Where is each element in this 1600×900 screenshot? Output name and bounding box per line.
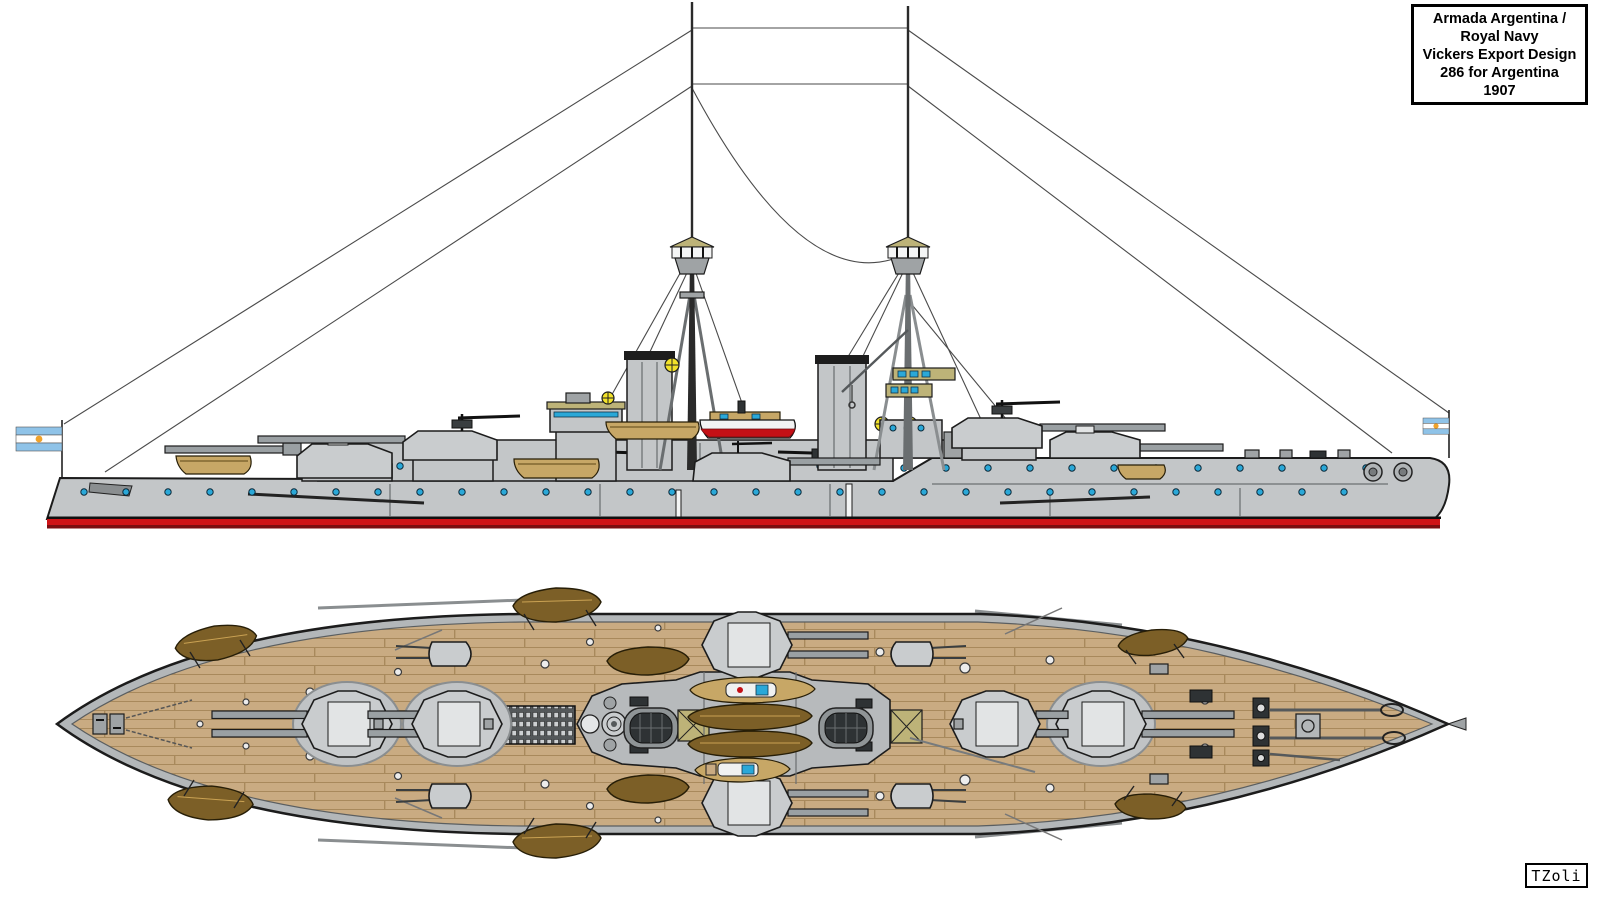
title-line: Royal Navy — [1460, 28, 1539, 45]
title-line: Armada Argentina / — [1432, 10, 1567, 27]
deck-fittings-plan — [92, 607, 1210, 841]
steam-launch-plan — [689, 676, 816, 704]
accommodation-ladder — [675, 489, 682, 519]
hull-side — [45, 457, 1451, 520]
funnel-cap — [815, 355, 869, 364]
davits — [183, 609, 1185, 839]
boat — [512, 823, 602, 859]
stern-gear-plan — [1149, 663, 1406, 785]
profile-view — [15, 2, 1451, 529]
plan-view — [54, 587, 1467, 859]
secondary-guns-plan — [395, 641, 967, 809]
boat — [175, 455, 252, 475]
stern-flag-argentina — [1422, 410, 1450, 458]
wing-turret-starboard-plan — [701, 611, 869, 679]
derrick-hook — [848, 401, 856, 409]
boat — [513, 458, 600, 479]
funnel-2 — [815, 355, 869, 471]
sun-of-may-icon — [35, 435, 43, 443]
fore-spotting-top — [669, 236, 715, 275]
aa-gun — [991, 400, 1061, 418]
hatch-grid — [502, 705, 576, 745]
turret-x-plan — [949, 690, 1069, 758]
stern-fitting — [1446, 717, 1467, 731]
turret-a-plan — [211, 681, 402, 767]
boat — [174, 624, 258, 662]
bridge — [546, 391, 626, 482]
turret-b — [257, 414, 521, 482]
boat — [606, 774, 690, 804]
net-boom — [999, 495, 1151, 505]
conning-tower-plan — [580, 714, 600, 734]
funnel-1-plan — [623, 707, 679, 749]
boat — [512, 587, 602, 623]
stern-fittings — [1244, 449, 1413, 482]
steam-launch — [699, 400, 796, 439]
boat — [167, 785, 254, 821]
boats-plan — [167, 587, 1189, 859]
aa-gun — [451, 414, 521, 431]
title-line: 1907 — [1483, 82, 1516, 99]
anchor — [88, 482, 133, 497]
boat — [687, 730, 813, 758]
mainmast — [841, 6, 956, 471]
derrick-boom-plan — [909, 737, 1036, 773]
aft-superstructure — [879, 419, 963, 459]
boats-side — [175, 400, 1166, 480]
net-boom — [247, 492, 425, 505]
mainmast-platforms — [885, 367, 956, 398]
mainmast-pole — [903, 258, 913, 470]
boat — [687, 703, 813, 731]
title-box: Armada Argentina / Royal Navy Vickers Ex… — [1411, 4, 1588, 105]
foremast — [658, 2, 726, 471]
funnel-cap — [624, 351, 675, 360]
bow-flag-argentina — [15, 420, 63, 477]
accommodation-ladder — [845, 483, 853, 519]
boat — [1117, 464, 1166, 480]
main-spotting-top — [885, 236, 931, 275]
turret-b-plan — [367, 681, 512, 767]
mainmast-top-plan — [890, 709, 923, 744]
derrick-boom — [841, 329, 909, 393]
foremast-pole — [687, 258, 697, 470]
boat — [1117, 628, 1189, 657]
boat — [605, 421, 700, 440]
wing-turret-side — [692, 441, 881, 482]
boat — [1114, 793, 1187, 820]
turret-a — [164, 437, 393, 482]
signature-box: TZoli — [1525, 863, 1588, 888]
steam-launch-plan-2 — [694, 757, 791, 783]
title-line: 286 for Argentina — [1440, 64, 1559, 81]
turret-x — [951, 400, 1166, 461]
boat — [606, 646, 690, 676]
wing-turret-port-plan — [701, 769, 869, 837]
title-line: Vickers Export Design — [1422, 46, 1577, 63]
turret-y-plan — [1046, 681, 1235, 767]
funnel-2-plan — [818, 707, 874, 749]
turret-y — [1049, 425, 1224, 459]
signature-text: TZoli — [1531, 866, 1582, 885]
waterline — [47, 516, 1441, 529]
rigging — [63, 27, 1450, 473]
sun-of-may-icon — [1433, 423, 1439, 429]
